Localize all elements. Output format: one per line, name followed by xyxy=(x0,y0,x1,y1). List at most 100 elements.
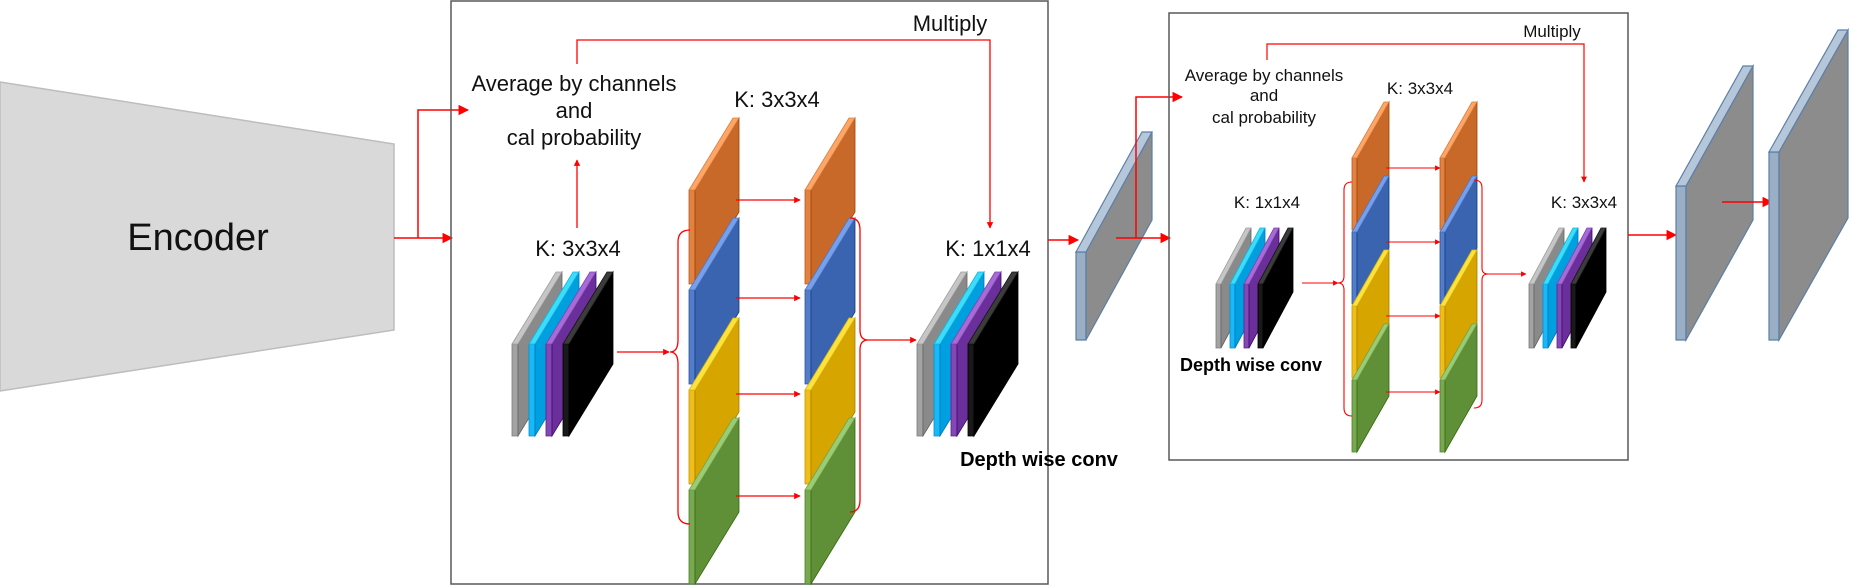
block2-mid-right-slab-3 xyxy=(1439,248,1478,380)
block1-mid-right-slab-3-edge xyxy=(804,389,812,485)
feature-map-3-front xyxy=(1768,151,1780,341)
block1-mid-left-slab-1-top xyxy=(688,117,740,191)
block1-depthwise-stack-left xyxy=(688,116,740,585)
block2-input-slab-4-top xyxy=(1257,227,1294,285)
block2-depthwise-label: Depth wise conv xyxy=(1180,355,1322,375)
arrow-encoder-to-average xyxy=(417,104,470,238)
block2-multiply-line xyxy=(1266,43,1587,183)
block1-mid-left-slab-3 xyxy=(688,316,740,486)
block1-output-slab-3-edge xyxy=(950,343,958,437)
block2-mid-right-slab-1-edge xyxy=(1439,157,1446,231)
block1-average-line3: cal probability xyxy=(507,125,642,150)
block2-output-slab-1-top xyxy=(1528,227,1565,285)
block2-mid-left-slab-3 xyxy=(1351,248,1390,380)
block1-average-line2: and xyxy=(556,98,593,123)
block2-mid-right-slab-2-edge xyxy=(1439,231,1446,305)
block2-output-slab-2-top xyxy=(1542,227,1579,285)
block1-mid-left-slab-3-edge xyxy=(688,389,696,485)
block2-output-slab-1-edge xyxy=(1528,283,1535,349)
block2-input-slab-3-top xyxy=(1243,227,1280,285)
block1-input-kernel-stack xyxy=(511,270,614,438)
block2-mid-right-slab-2-top xyxy=(1439,175,1478,233)
block1-mid-right-slab-3-top xyxy=(804,317,856,391)
block2-mid-left-slab-1 xyxy=(1351,100,1390,232)
encoder: Encoder xyxy=(0,81,395,392)
block1-mid-left-slab-4-edge xyxy=(688,489,696,585)
block1-input-slab-2-top xyxy=(528,271,580,345)
feature-map-1-front xyxy=(1075,251,1087,341)
block1-left-brace xyxy=(669,229,691,525)
block2-input-slab-2-edge xyxy=(1229,283,1236,349)
feature-map-2-front xyxy=(1675,185,1687,341)
block2-input-kernel-label: K: 1x1x4 xyxy=(1234,193,1300,212)
block2-frame xyxy=(1168,12,1629,461)
block1-mid-left-slab-2-edge xyxy=(688,289,696,385)
block1-output-kernel-stack xyxy=(916,270,1019,438)
block1-mid-right-slab-2 xyxy=(804,216,856,386)
block2-output-slab-4 xyxy=(1570,227,1607,349)
block1-frame xyxy=(450,0,1049,585)
feature-map-2-top xyxy=(1674,65,1755,187)
feature-map-1-side xyxy=(1085,131,1153,341)
feature1-output-arrows xyxy=(1116,91,1184,244)
feature-map-3 xyxy=(1767,27,1850,343)
block1-multiply-path xyxy=(573,39,994,229)
block1-output-slab-4-top xyxy=(967,271,1019,345)
block2-mid-left-slab-2-edge xyxy=(1351,231,1358,305)
block1-output-slab-2-top xyxy=(933,271,985,345)
block1-mid-kernel-label: K: 3x3x4 xyxy=(734,87,820,112)
block1-mid-right-slab-1-edge xyxy=(804,189,812,285)
block1-depthwise-stack-right xyxy=(804,116,856,585)
block1-input-slab-1-edge xyxy=(511,343,519,437)
encoder-output-arrows xyxy=(394,104,470,244)
block1-output-slab-1-edge xyxy=(916,343,924,437)
block2-output-kernel-label: K: 3x3x4 xyxy=(1551,193,1617,212)
block1-input-kernel-label: K: 3x3x4 xyxy=(535,236,621,261)
block2-multiply-path xyxy=(1266,43,1587,183)
block1-internal-arrows xyxy=(617,196,917,525)
arrow-feature1-to-average xyxy=(1135,91,1184,238)
block1-mid-left-slab-1-edge xyxy=(688,189,696,285)
block1-input-slab-3-top xyxy=(545,271,597,345)
block2-internal-arrows xyxy=(1302,165,1527,417)
feature-map-2 xyxy=(1674,63,1755,343)
block1-input-slab-4-top xyxy=(562,271,614,345)
block1-mid-right-slab-1-top xyxy=(804,117,856,191)
block1-mid-left-slab-4-top xyxy=(688,417,740,491)
feature-map-1 xyxy=(1074,131,1154,341)
block2-mid-left-slab-4-edge xyxy=(1351,379,1358,453)
block2-input-slab-2-top xyxy=(1229,227,1266,285)
encoder-shape xyxy=(0,81,395,392)
block1-multiply-label: Multiply xyxy=(913,11,988,36)
block2-mid-left-slab-1-top xyxy=(1351,101,1390,159)
block2-mid-right-slab-4-edge xyxy=(1439,379,1446,453)
block2-mid-left-slab-3-top xyxy=(1351,249,1390,307)
block1-mid-left-slab-3-top xyxy=(688,317,740,391)
block2-mid-left-slab-4-top xyxy=(1351,323,1390,381)
block2-mid-right-slab-3-edge xyxy=(1439,305,1446,379)
block1-average-line1: Average by channels xyxy=(471,71,676,96)
feature-map-3-top xyxy=(1767,29,1850,153)
block2-output-slab-2-edge xyxy=(1542,283,1549,349)
block1-output-slab-4-edge xyxy=(967,343,975,437)
block2-average-line2: and xyxy=(1250,86,1278,105)
block2-mid-left-slab-1-edge xyxy=(1351,157,1358,231)
block2-depthwise-stack-right xyxy=(1439,100,1478,454)
block2-input-kernel-stack xyxy=(1215,227,1294,349)
block2-mid-kernel-label: K: 3x3x4 xyxy=(1387,79,1453,98)
block2-mid-right-slab-3-top xyxy=(1439,249,1478,307)
block1-mid-left-slab-2 xyxy=(688,216,740,386)
block1-mid-right-slab-1 xyxy=(804,116,856,286)
block2-mid-left-slab-3-edge xyxy=(1351,305,1358,379)
encoder-label: Encoder xyxy=(127,217,269,259)
block1-mid-left-slab-4 xyxy=(688,416,740,585)
block2-input-slab-3-edge xyxy=(1243,283,1250,349)
block2-input-slab-4-edge xyxy=(1257,283,1264,349)
block2-output-slab-4-top xyxy=(1570,227,1607,285)
block2-mid-right-slab-1 xyxy=(1439,100,1478,232)
block1-mid-right-slab-2-edge xyxy=(804,289,812,385)
block1-depthwise-label: Depth wise conv xyxy=(960,449,1119,471)
block2-mid-left-slab-4 xyxy=(1351,322,1390,454)
block2-input-slab-1-top xyxy=(1215,227,1252,285)
